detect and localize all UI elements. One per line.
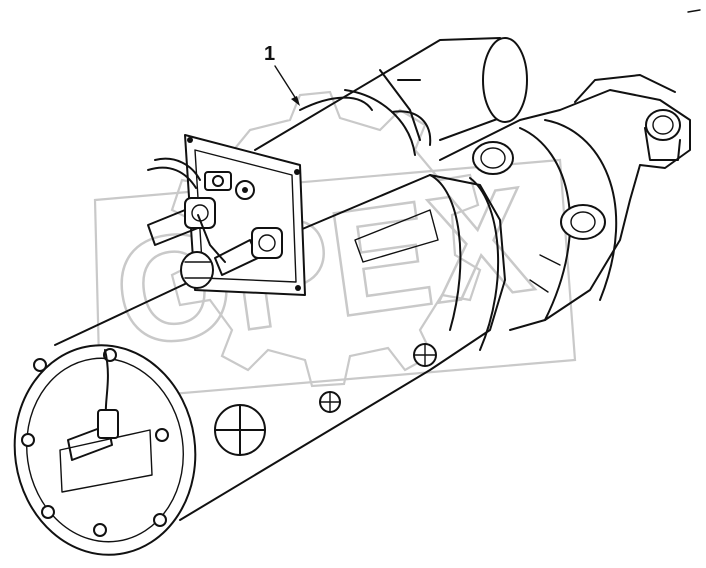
callout-1: 1 (264, 43, 300, 106)
inspection-cover-large (214, 404, 266, 456)
inspection-cover-mid (319, 391, 341, 413)
wire-lead (154, 157, 201, 181)
drive-housing (439, 74, 691, 331)
nameplate (354, 209, 439, 263)
end-cap-terminal (67, 349, 119, 461)
inspection-cover-small (413, 343, 437, 367)
terminal-stud-small (235, 180, 255, 200)
end-cap-bolts (21, 348, 169, 537)
callout-arrowhead (291, 96, 300, 106)
terminal-stud-left (147, 197, 216, 246)
terminal-stud-upper (204, 171, 232, 191)
callout-label-1: 1 (264, 43, 275, 65)
solenoid (254, 37, 528, 156)
connector-strap (197, 214, 226, 263)
terminal-stud-right (214, 227, 283, 276)
svg-text:OPEX: OPEX (105, 154, 541, 378)
nut-fitting (180, 251, 214, 289)
corner-mark (687, 9, 701, 13)
motor-body (13, 174, 506, 556)
callout-leader (274, 65, 299, 103)
